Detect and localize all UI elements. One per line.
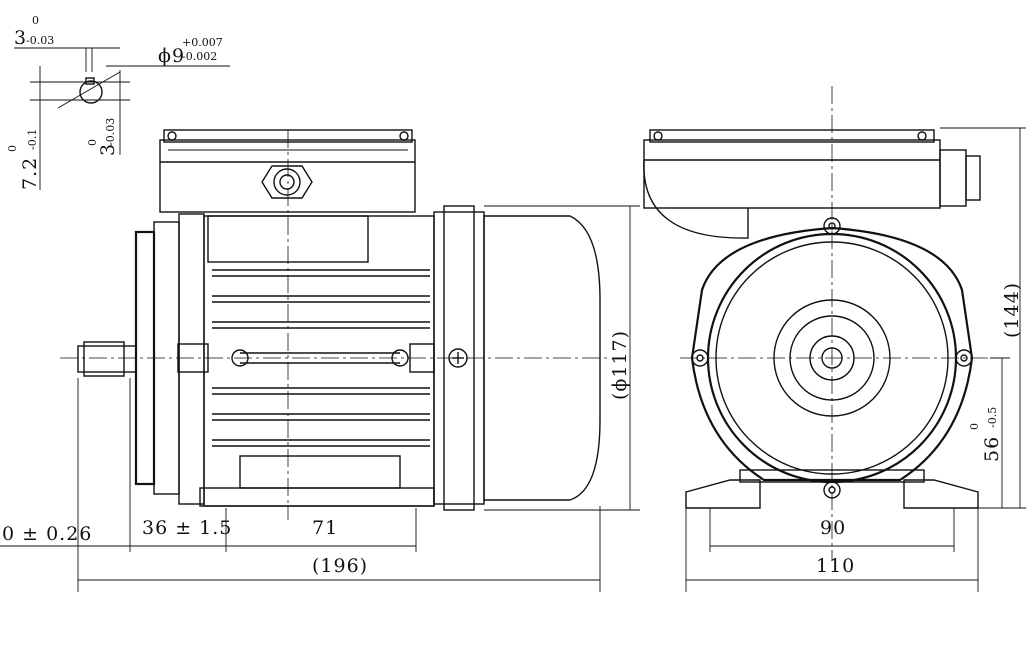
key-width-tol-lower: -0.03 bbox=[26, 34, 54, 47]
shaft-diameter-tol-upper: +0.007 bbox=[182, 36, 223, 49]
key-width-value: 3 bbox=[14, 27, 27, 49]
key-height-tol-lower: -0.1 bbox=[26, 129, 39, 150]
shaft-diameter-tol-lower: -0.002 bbox=[182, 50, 217, 63]
key-height-value: 7.2 bbox=[19, 157, 41, 190]
shaft-height-label: 56 bbox=[981, 436, 1003, 462]
overall-height-label: (144) bbox=[1001, 282, 1023, 338]
shaft-height-tol-upper: 0 bbox=[968, 423, 981, 430]
foot-hole-spacing-label: 71 bbox=[312, 517, 338, 539]
end-view: (144) 56 0 -0.5 90 110 bbox=[643, 86, 1026, 592]
key-depth-value: 3 bbox=[97, 143, 119, 156]
key-width-tol-upper: 0 bbox=[32, 14, 39, 27]
overall-length-label: (196) bbox=[312, 555, 368, 577]
shaft-height-tol-lower: -0.5 bbox=[986, 407, 999, 428]
key-depth-tol-upper: 0 bbox=[86, 139, 99, 146]
shaft-length-label: 0 ± 0.26 bbox=[2, 523, 92, 545]
key-depth-tol-lower: -0.03 bbox=[104, 118, 117, 146]
side-view: (ϕ117) 0 ± 0.26 36 ± 1.5 71 (196) bbox=[0, 129, 640, 592]
foot-hole-span-label: 90 bbox=[820, 517, 846, 539]
flange-diameter-label: (ϕ117) bbox=[609, 330, 631, 400]
shaft-diameter-value: ϕ9 bbox=[158, 45, 185, 67]
shaft-key-detail: 3 0 -0.03 ϕ9 +0.007 -0.002 7.2 0 -0.1 3 … bbox=[6, 14, 230, 190]
key-height-tol-upper: 0 bbox=[6, 145, 19, 152]
foot-width-label: 110 bbox=[816, 555, 855, 577]
shoulder-to-foot-label: 36 ± 1.5 bbox=[142, 517, 232, 539]
